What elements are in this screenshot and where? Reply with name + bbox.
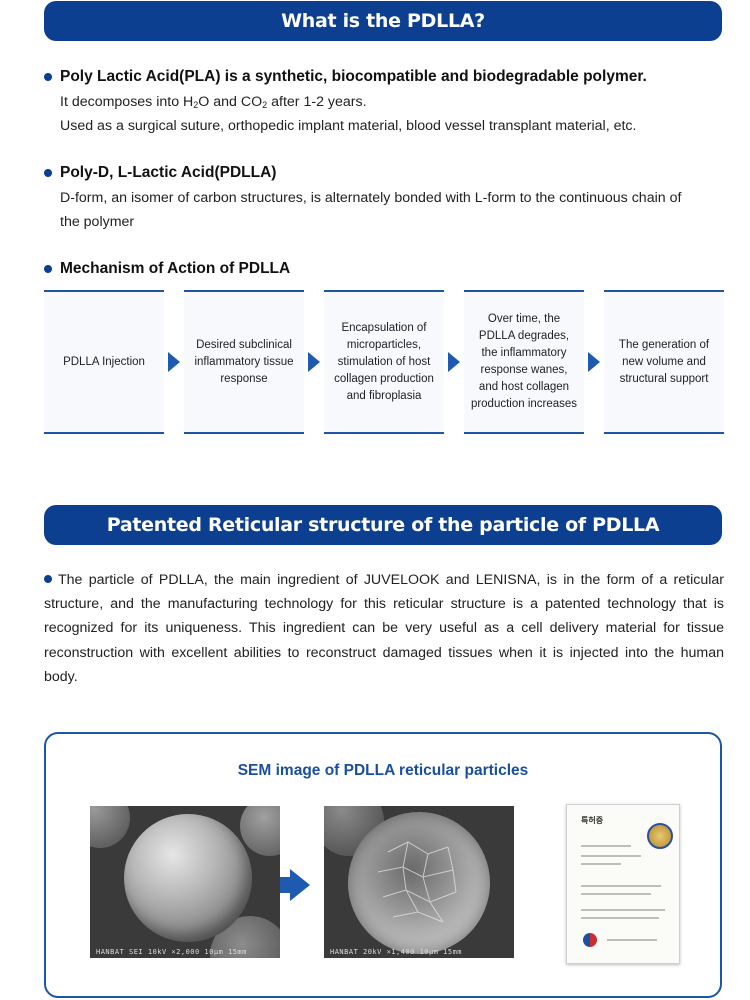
certificate-text-line bbox=[581, 855, 641, 857]
section-banner-what-is-pdlla: What is the PDLLA? bbox=[44, 1, 722, 41]
flow-step-5: The generation of new volume and structu… bbox=[604, 290, 724, 434]
sem-image-panel: SEM image of PDLLA reticular particles H… bbox=[44, 732, 722, 998]
reticular-paragraph: The particle of PDLLA, the main ingredie… bbox=[44, 568, 724, 689]
flow-step-1: PDLLA Injection bbox=[44, 290, 164, 434]
reticular-paragraph-text: The particle of PDLLA, the main ingredie… bbox=[44, 572, 724, 685]
subscript: 2 bbox=[193, 100, 199, 110]
flow-step-3: Encapsulation of microparticles, stimula… bbox=[324, 290, 444, 434]
bullet-dot-icon bbox=[44, 575, 52, 583]
sem-arrow-icon bbox=[280, 869, 310, 901]
certificate-text-line bbox=[581, 863, 621, 865]
certificate-text-line bbox=[581, 893, 651, 895]
flow-arrow-icon bbox=[308, 352, 320, 372]
flow-step-2: Desired subclinical inflammatory tissue … bbox=[184, 290, 304, 434]
pdlla-heading: Poly-D, L-Lactic Acid(PDLLA) bbox=[44, 164, 276, 182]
pdlla-desc-line2: the polymer bbox=[60, 214, 135, 230]
banner-title: Patented Reticular structure of the part… bbox=[106, 514, 660, 536]
sem-title: SEM image of PDLLA reticular particles bbox=[237, 762, 529, 779]
certificate-heading: 특허증 bbox=[581, 816, 604, 825]
pla-use-line: Used as a surgical suture, orthopedic im… bbox=[60, 118, 637, 134]
patent-certificate-image: 특허증 bbox=[566, 804, 680, 964]
sem-background-particle bbox=[240, 806, 280, 856]
reticular-mesh-icon bbox=[377, 841, 457, 923]
pla-decompose-line: It decomposes into H2O and CO2 after 1-2… bbox=[60, 90, 367, 117]
korea-emblem-icon bbox=[583, 933, 597, 947]
flow-step-4: Over time, the PDLLA degrades, the infla… bbox=[464, 290, 584, 434]
bullet-dot-icon bbox=[44, 169, 52, 177]
sem-background-particle bbox=[90, 806, 130, 848]
sem-image-particle: HANBAT SEI 10kV ×2,000 10μm 15mm bbox=[90, 806, 280, 958]
banner-title: What is the PDLLA? bbox=[281, 10, 485, 32]
pla-line1-text: It decomposes into H bbox=[60, 94, 194, 110]
sem-scale-label: HANBAT 20kV ×1,400 10μm 15mm bbox=[330, 948, 463, 956]
sem-image-reticular: HANBAT 20kV ×1,400 10μm 15mm bbox=[324, 806, 514, 958]
sem-reticular-particle bbox=[348, 812, 490, 954]
flow-arrow-icon bbox=[168, 352, 180, 372]
certificate-text-line bbox=[581, 885, 661, 887]
certificate-text-line bbox=[581, 909, 665, 911]
bullet-dot-icon bbox=[44, 265, 52, 273]
sem-scale-label: HANBAT SEI 10kV ×2,000 10μm 15mm bbox=[96, 948, 247, 956]
mechanism-title: Mechanism of Action of PDLLA bbox=[60, 260, 291, 277]
flow-arrow-icon bbox=[448, 352, 460, 372]
certificate-seal-icon bbox=[647, 823, 673, 849]
certificate-text-line bbox=[581, 917, 659, 919]
section-banner-patented-structure: Patented Reticular structure of the part… bbox=[44, 505, 722, 545]
pla-line1-text: O and CO bbox=[198, 94, 263, 110]
pdlla-desc-line1: D-form, an isomer of carbon structures, … bbox=[60, 190, 682, 206]
mechanism-heading: Mechanism of Action of PDLLA bbox=[44, 260, 290, 278]
mechanism-flow: PDLLA Injection Desired subclinical infl… bbox=[44, 290, 724, 434]
pla-line1-text: after 1-2 years. bbox=[267, 94, 367, 110]
pla-heading: Poly Lactic Acid(PLA) is a synthetic, bi… bbox=[44, 68, 647, 86]
pdlla-title: Poly-D, L-Lactic Acid(PDLLA) bbox=[60, 164, 277, 181]
pla-title: Poly Lactic Acid(PLA) is a synthetic, bi… bbox=[60, 68, 647, 85]
subscript: 2 bbox=[262, 100, 268, 110]
bullet-dot-icon bbox=[44, 73, 52, 81]
flow-arrow-icon bbox=[588, 352, 600, 372]
certificate-text-line bbox=[581, 845, 631, 847]
certificate-text-line bbox=[607, 939, 657, 941]
sem-main-particle bbox=[124, 814, 252, 942]
